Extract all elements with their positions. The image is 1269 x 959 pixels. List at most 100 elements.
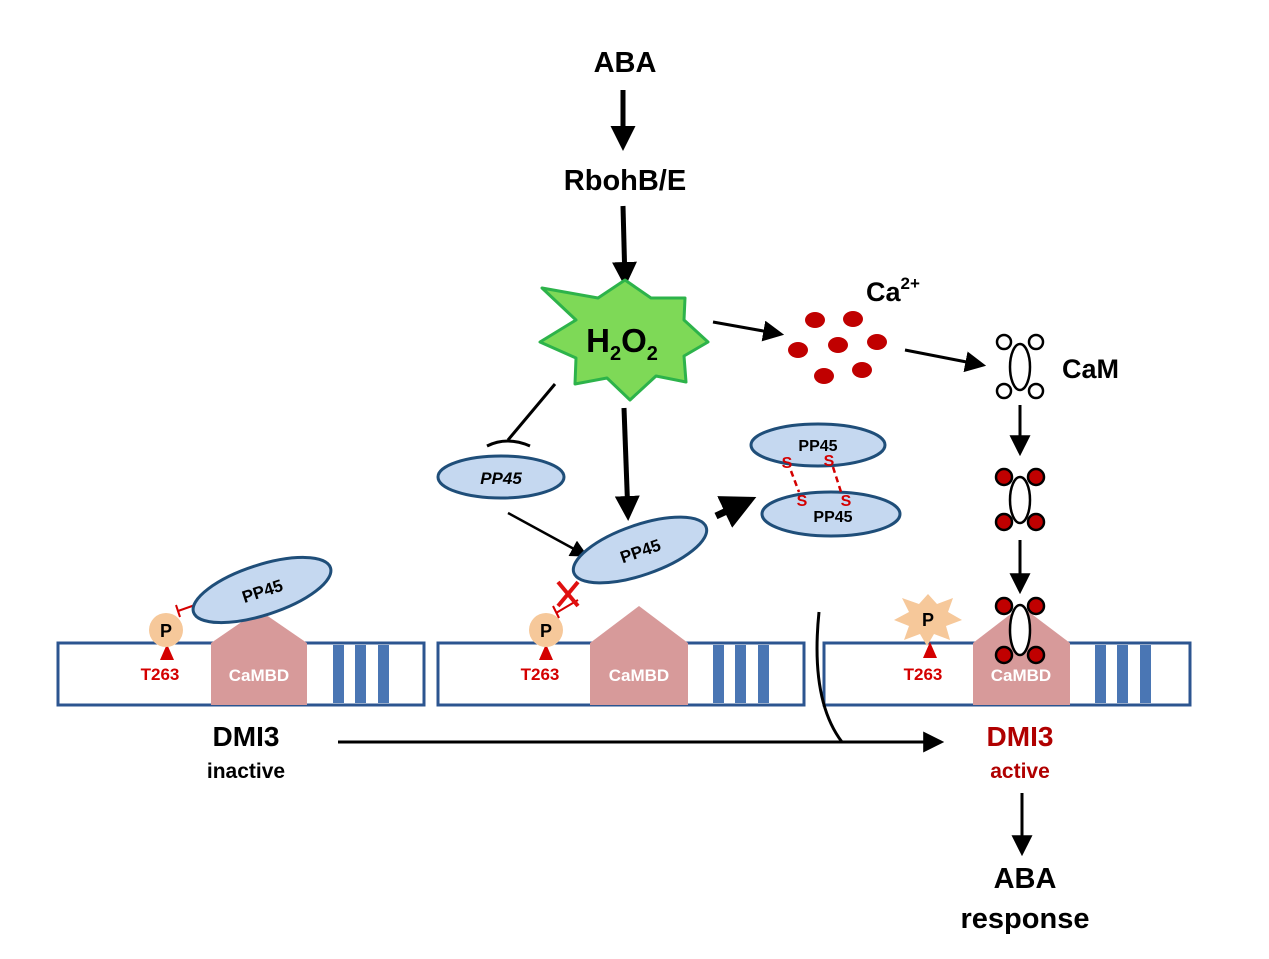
- response-line2: response: [961, 903, 1090, 935]
- sulfur-label: S: [782, 455, 793, 472]
- cambd-domain: [590, 606, 688, 705]
- pp45-shape: [436, 454, 566, 500]
- cambd-label: CaMBD: [609, 666, 669, 685]
- calcium-dot: [805, 312, 825, 328]
- cam-lobe-calcium: [994, 596, 1014, 616]
- site-label: T263: [521, 665, 560, 684]
- inhibition-h2o2-pp45: [506, 383, 557, 441]
- pp45-dimer: PP45 PP45 S S S S: [749, 422, 902, 538]
- cam-lobe: [995, 333, 1013, 351]
- cam-lobe-calcium: [994, 512, 1014, 532]
- dmi3-active-state: active: [990, 760, 1050, 783]
- cambd-label: CaMBD: [991, 666, 1051, 685]
- calcium-dot: [843, 311, 863, 327]
- cam-body: [1008, 342, 1032, 392]
- arrow-rboh-to-h2o2: [611, 205, 637, 287]
- cam-label: CaM: [1062, 354, 1119, 384]
- cam-lobe-calcium: [1026, 596, 1046, 616]
- pp45-bound: PP45: [191, 555, 333, 625]
- dmi3-active-name: DMI3: [987, 721, 1054, 752]
- site-label: T263: [141, 665, 180, 684]
- pp45-dimer-top: [749, 422, 887, 468]
- curved-divider: [815, 611, 844, 743]
- calcium-dot: [852, 362, 872, 378]
- stripe: [1140, 645, 1151, 703]
- stripe: [1117, 645, 1128, 703]
- inhibition-bar: [486, 439, 531, 448]
- site-label: T263: [904, 665, 943, 684]
- blocked-x-icon: [556, 580, 580, 608]
- dmi3-inactive-state: inactive: [207, 760, 285, 783]
- cam-lobe: [995, 382, 1013, 400]
- site-arrowhead: [923, 642, 937, 658]
- disulfide-bond: [789, 470, 801, 493]
- stripe: [735, 645, 746, 703]
- stripe: [333, 645, 344, 703]
- pp45-dimer-top-label: PP45: [798, 438, 837, 455]
- h2o2-label: H2O2: [586, 322, 658, 365]
- arrow-pp45-to-dimer: [714, 496, 757, 528]
- phospho-group: [529, 613, 563, 647]
- arrow-h2o2-to-pp45: [614, 407, 640, 521]
- site-arrowhead: [539, 644, 553, 660]
- pp45-shape: [571, 515, 709, 585]
- cambd-label: CaMBD: [229, 666, 289, 685]
- site-arrowhead: [160, 644, 174, 660]
- sulfur-label: S: [824, 453, 835, 470]
- pp45-free: PP45: [571, 515, 709, 585]
- cambd-domain: [211, 610, 307, 705]
- cam-bound-dmi3: [994, 596, 1046, 665]
- calcium-dot: [828, 337, 848, 353]
- cam-lobe: [1027, 382, 1045, 400]
- stripe: [355, 645, 366, 703]
- cam-body: [1008, 603, 1032, 657]
- cam-empty: [995, 333, 1045, 400]
- phospho-label: P: [540, 621, 552, 641]
- cam-lobe-calcium: [1026, 645, 1046, 665]
- dmi3-right: CaMBD T263 P DMI3 active: [822, 594, 1192, 783]
- stripe: [758, 645, 769, 703]
- calcium-dot: [814, 368, 834, 384]
- arrow-h2o2-to-calcium: [712, 320, 785, 342]
- cam-body: [1008, 475, 1032, 525]
- calcium-dot: [788, 342, 808, 358]
- cam-calcium-bound: [994, 467, 1046, 532]
- pp45-dimer-bottom-label: PP45: [813, 509, 852, 526]
- sulfur-label: S: [797, 493, 808, 510]
- calcium-ions: [788, 311, 887, 384]
- arrow-calcium-to-cam: [904, 348, 987, 373]
- cam-lobe-calcium: [1026, 512, 1046, 532]
- pp45-dimer-bottom: [760, 490, 902, 538]
- phospho-label: P: [922, 610, 934, 630]
- h2o2-star-shape: [538, 278, 710, 402]
- h2o2-burst: H2O2: [538, 278, 710, 402]
- rboh-label: RbohB/E: [564, 165, 686, 197]
- cam-lobe-calcium: [994, 467, 1014, 487]
- calcium-label: Ca2+: [866, 274, 920, 307]
- pp45-binding-bar: [175, 604, 181, 618]
- stripe: [713, 645, 724, 703]
- arrow-pp45-to-free: [507, 511, 589, 557]
- cam-lobe: [1027, 333, 1045, 351]
- pp45-shape: [191, 555, 333, 625]
- cam-lobe-calcium: [994, 645, 1014, 665]
- dmi3-middle: CaMBD T263 P: [436, 580, 806, 707]
- dmi3-left: CaMBD T263 P PP45 DMI3 inactive: [56, 555, 426, 783]
- pp45-label: PP45: [480, 469, 522, 488]
- phospho-group: [149, 613, 183, 647]
- aba-label: ABA: [594, 47, 657, 79]
- pp45-repressed: PP45: [436, 454, 566, 500]
- dmi3-inactive-name: DMI3: [213, 721, 280, 752]
- phospho-burst: [894, 594, 962, 646]
- calcium-dot: [867, 334, 887, 350]
- stripe: [378, 645, 389, 703]
- disulfide-bond: [831, 466, 843, 493]
- cam-lobe-calcium: [1026, 467, 1046, 487]
- phospho-label: P: [160, 621, 172, 641]
- response-line1: ABA: [994, 863, 1057, 895]
- sulfur-label: S: [841, 493, 852, 510]
- blocked-binding-bar: [552, 605, 560, 619]
- stripe: [1095, 645, 1106, 703]
